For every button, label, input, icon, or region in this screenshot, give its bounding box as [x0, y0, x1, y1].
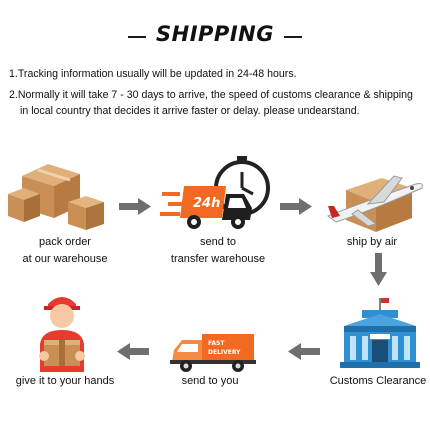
page-title: SHIPPING — [156, 22, 274, 46]
delivery-text-line2: DELIVERY — [208, 349, 241, 356]
courier-icon — [39, 297, 85, 372]
delivery-text-line1: FAST — [208, 340, 225, 347]
note-1: 1.Tracking information usually will be u… — [9, 68, 297, 80]
shipping-title-bar: SHIPPING — [0, 22, 430, 52]
caption-send-line1: send to — [199, 236, 237, 248]
caption-customs: Customs Clearance — [329, 375, 427, 387]
arrow-down-icon — [370, 253, 387, 286]
arrow-right-icon — [119, 198, 151, 215]
airplane-icon — [326, 175, 423, 232]
arrow-left-icon — [288, 343, 320, 360]
caption-send-transfer: send to transfer warehouse — [158, 234, 278, 268]
caption-give-hands: give it to your hands — [15, 375, 115, 387]
delivery-truck-icon: 24h — [160, 156, 270, 229]
title-left-line — [128, 36, 146, 38]
title-right-line — [284, 36, 302, 38]
caption-pack-line2: at our warehouse — [22, 253, 108, 265]
caption-pack-line1: pack order — [39, 236, 91, 248]
customs-building-icon — [340, 298, 420, 368]
note-2-continued: in local country that decides it arrive … — [20, 105, 360, 117]
caption-send-line2: transfer warehouse — [170, 253, 266, 265]
caption-ship-by-air: ship by air — [346, 236, 398, 248]
arrow-right-icon — [280, 198, 312, 215]
note-2: 2.Normally it will take 7 - 30 days to a… — [9, 89, 413, 101]
truck-badge-text: 24h — [193, 196, 220, 211]
caption-send-to-you: send to you — [181, 375, 239, 387]
arrow-left-icon — [117, 343, 149, 360]
delivery-van-icon: FAST DELIVERY — [170, 334, 256, 372]
caption-pack-order: pack order at our warehouse — [10, 234, 120, 268]
boxes-icon — [8, 164, 104, 230]
